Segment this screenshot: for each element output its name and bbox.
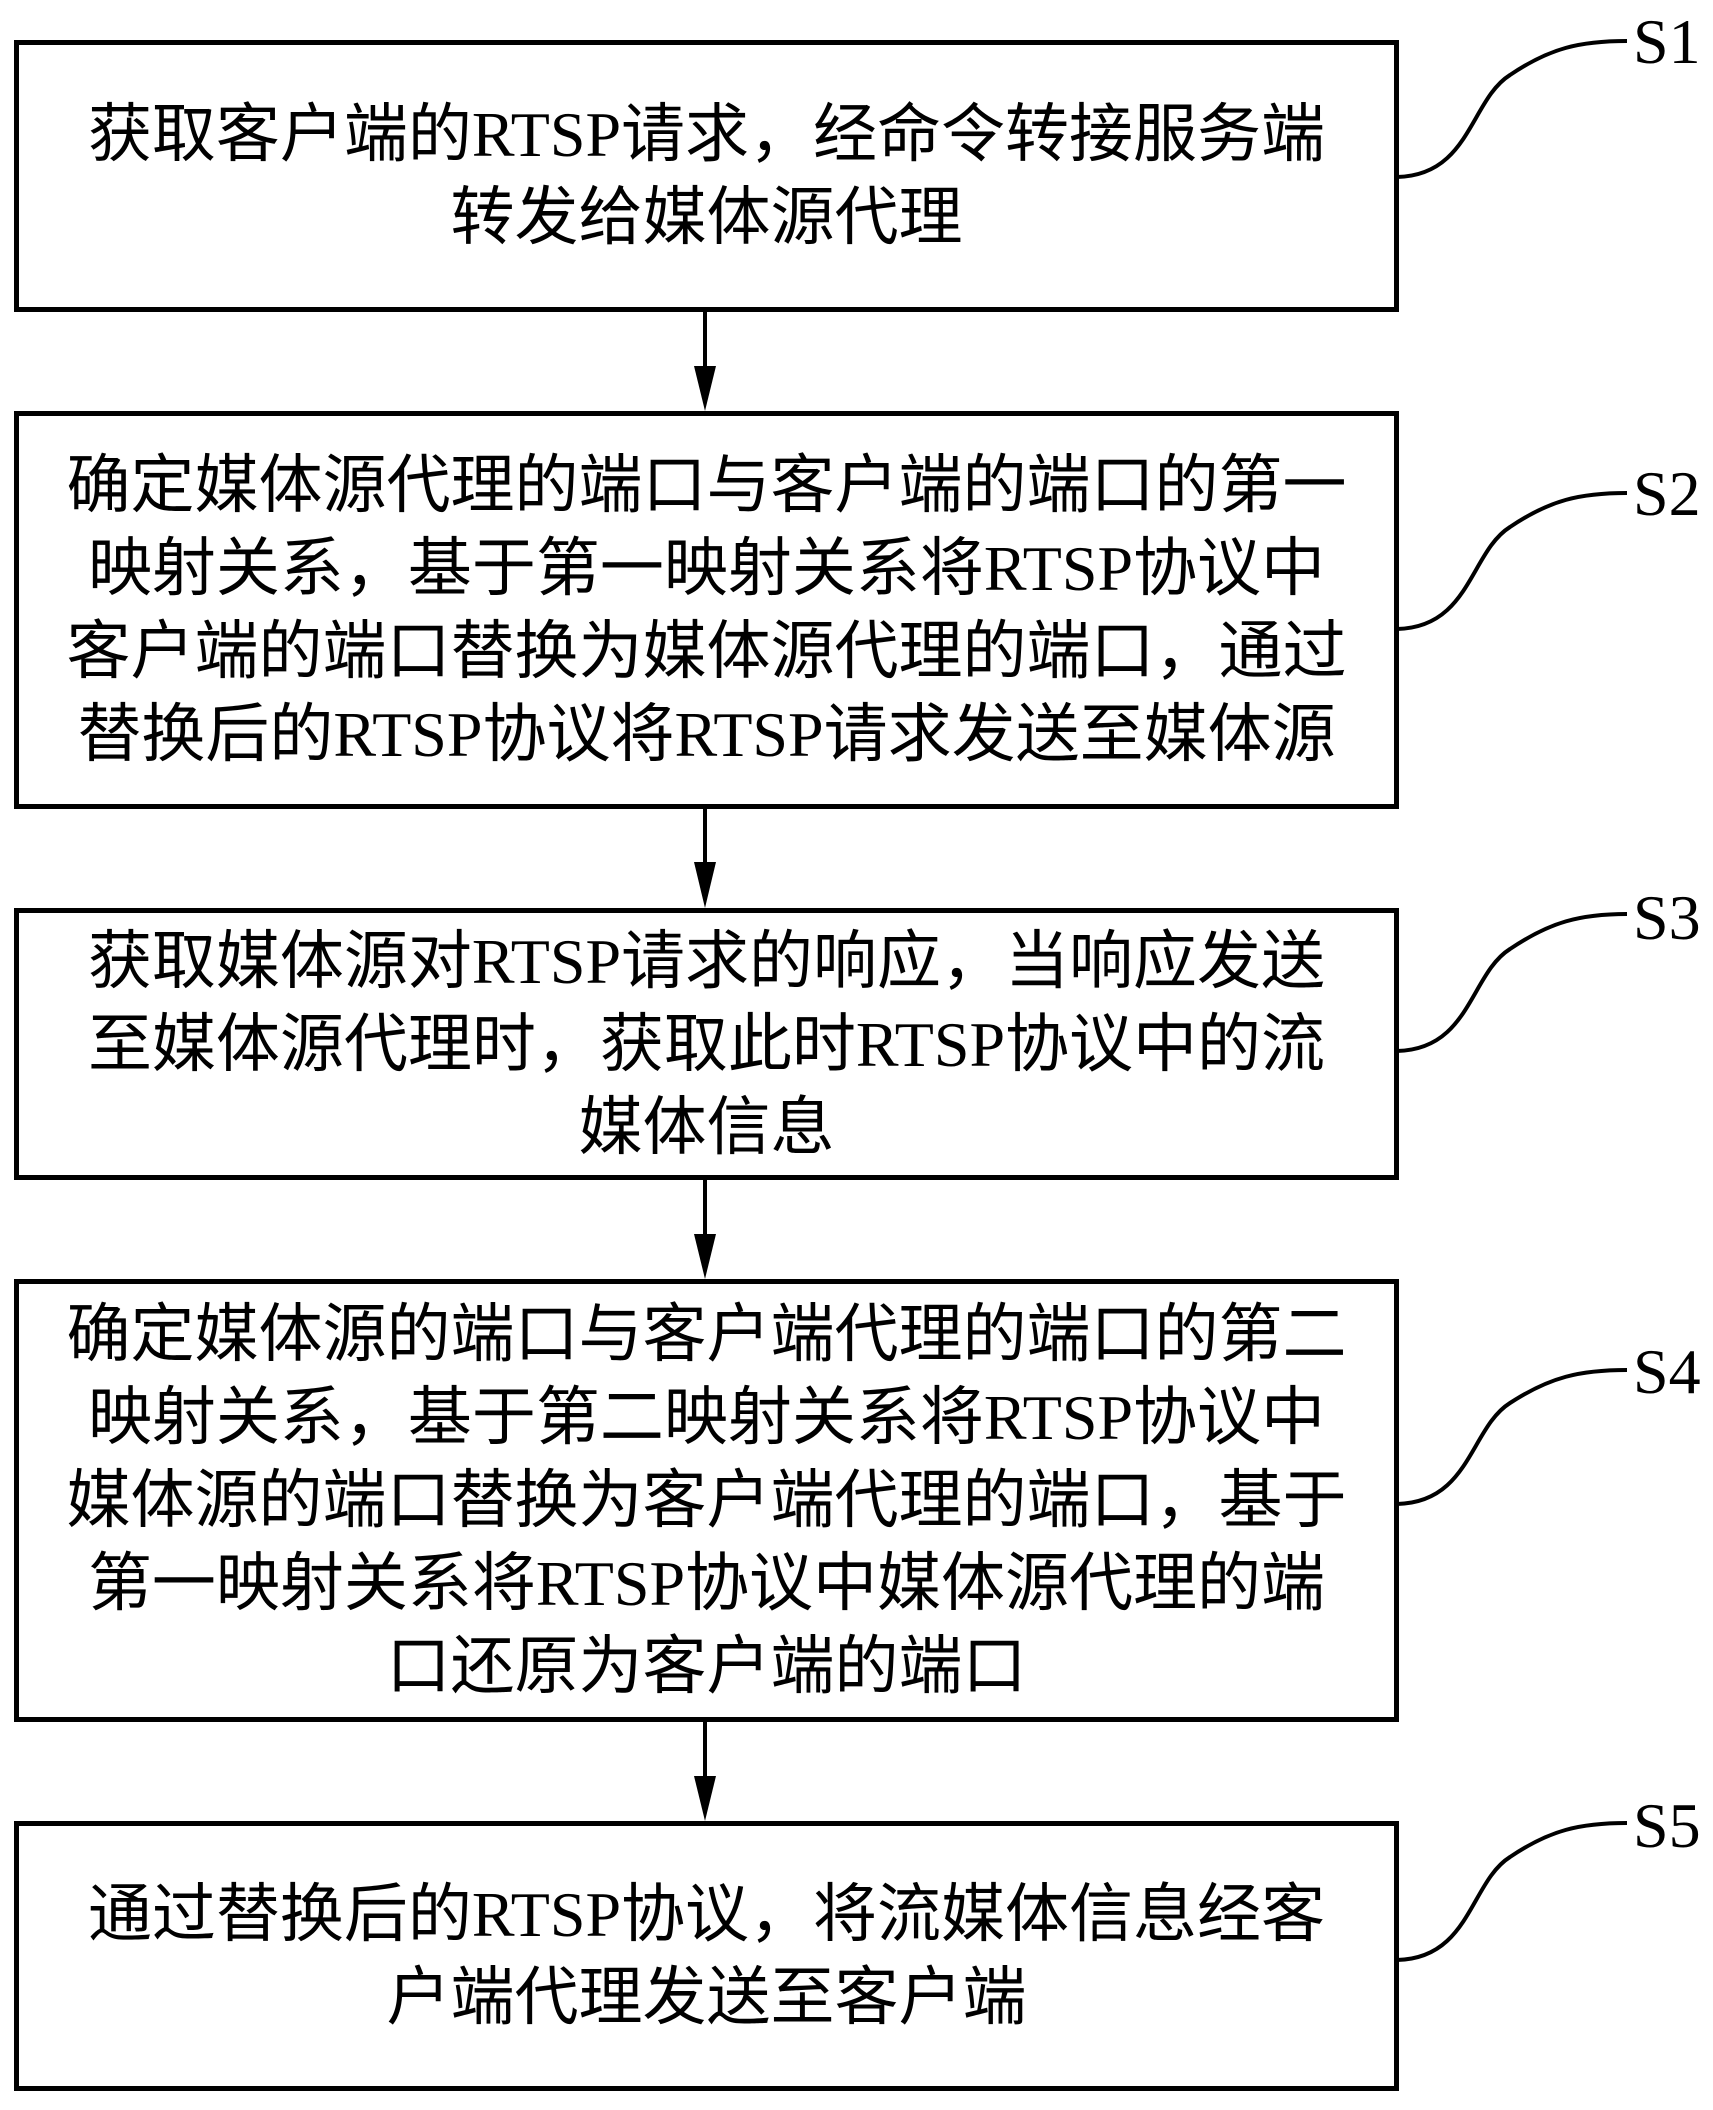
step-text-line: 通过替换后的RTSP协议，将流媒体信息经客 bbox=[87, 1879, 1326, 1950]
arrow-s1-s2 bbox=[694, 312, 716, 411]
step-box-s3: 获取媒体源对RTSP请求的响应，当响应发送 至媒体源代理时，获取此时RTSP协议… bbox=[14, 908, 1399, 1180]
arrow-s2-s3 bbox=[694, 809, 716, 908]
arrow-s4-s5 bbox=[694, 1722, 716, 1821]
arrow-head-icon bbox=[694, 366, 716, 411]
step-text-line: 映射关系，基于第二映射关系将RTSP协议中 bbox=[87, 1382, 1326, 1453]
step-text-line: 客户端的端口替换为媒体源代理的端口，通过 bbox=[66, 616, 1347, 687]
step-text-line: 转发给媒体源代理 bbox=[450, 182, 963, 253]
step-text-line: 获取媒体源对RTSP请求的响应，当响应发送 bbox=[87, 925, 1326, 997]
step-text-line: 确定媒体源的端口与客户端代理的端口的第二 bbox=[66, 1299, 1347, 1370]
step-text-line: 获取客户端的RTSP请求，经命令转接服务端 bbox=[87, 99, 1326, 170]
step-box-s4: 确定媒体源的端口与客户端代理的端口的第二 映射关系，基于第二映射关系将RTSP协… bbox=[14, 1279, 1399, 1722]
step-text-s2: 确定媒体源代理的端口与客户端的端口的第一 映射关系，基于第一映射关系将RTSP协… bbox=[19, 444, 1394, 776]
arrow-s3-s4 bbox=[694, 1180, 716, 1279]
step-text-s5: 通过替换后的RTSP协议，将流媒体信息经客 户端代理发送至客户端 bbox=[19, 1873, 1394, 2039]
leader-line-s3 bbox=[1394, 912, 1628, 1053]
leader-line-s4 bbox=[1394, 1368, 1628, 1506]
step-text-line: 媒体信息 bbox=[578, 1091, 835, 1163]
step-text-line: 映射关系，基于第一映射关系将RTSP协议中 bbox=[87, 533, 1326, 604]
step-label-s1: S1 bbox=[1633, 6, 1701, 77]
step-text-line: 户端代理发送至客户端 bbox=[386, 1962, 1027, 2033]
leader-line-s1 bbox=[1394, 39, 1628, 179]
step-label-s5: S5 bbox=[1633, 1790, 1701, 1861]
step-text-line: 至媒体源代理时，获取此时RTSP协议中的流 bbox=[87, 1008, 1326, 1080]
step-text-line: 替换后的RTSP协议将RTSP请求发送至媒体源 bbox=[77, 699, 1336, 770]
arrow-head-icon bbox=[694, 1234, 716, 1279]
step-label-s3: S3 bbox=[1633, 882, 1701, 953]
step-box-s1: 获取客户端的RTSP请求，经命令转接服务端 转发给媒体源代理 bbox=[14, 40, 1399, 312]
step-text-s4: 确定媒体源的端口与客户端代理的端口的第二 映射关系，基于第二映射关系将RTSP协… bbox=[19, 1293, 1394, 1708]
step-text-s3: 获取媒体源对RTSP请求的响应，当响应发送 至媒体源代理时，获取此时RTSP协议… bbox=[19, 920, 1394, 1169]
arrow-head-icon bbox=[694, 1776, 716, 1821]
step-text-s1: 获取客户端的RTSP请求，经命令转接服务端 转发给媒体源代理 bbox=[19, 93, 1394, 259]
arrow-head-icon bbox=[694, 862, 716, 908]
step-text-line: 媒体源的端口替换为客户端代理的端口，基于 bbox=[66, 1465, 1347, 1536]
step-text-line: 确定媒体源代理的端口与客户端的端口的第一 bbox=[66, 450, 1347, 521]
leader-line-s2 bbox=[1394, 491, 1628, 631]
leader-line-s5 bbox=[1394, 1821, 1628, 1962]
step-label-s2: S2 bbox=[1633, 458, 1701, 529]
step-box-s2: 确定媒体源代理的端口与客户端的端口的第一 映射关系，基于第一映射关系将RTSP协… bbox=[14, 411, 1399, 809]
step-text-line: 口还原为客户端的端口 bbox=[386, 1631, 1027, 1702]
step-text-line: 第一映射关系将RTSP协议中媒体源代理的端 bbox=[87, 1548, 1326, 1619]
step-label-s4: S4 bbox=[1633, 1336, 1701, 1407]
step-box-s5: 通过替换后的RTSP协议，将流媒体信息经客 户端代理发送至客户端 bbox=[14, 1821, 1399, 2091]
